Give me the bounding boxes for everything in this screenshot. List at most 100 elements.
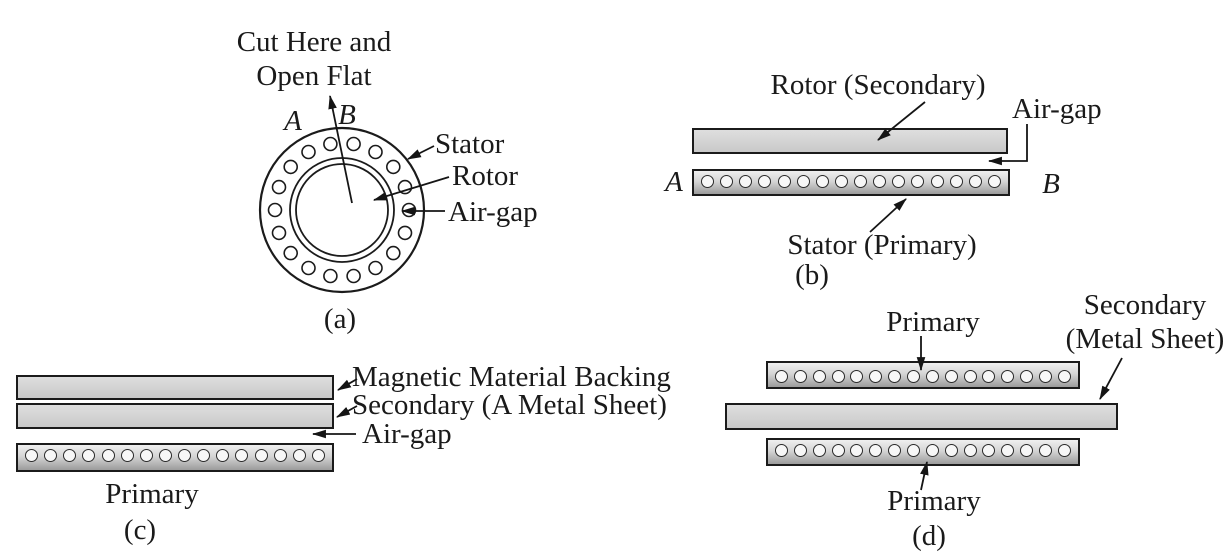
slot-circle — [963, 444, 977, 457]
slot-circle — [701, 175, 714, 188]
stator-slot — [323, 268, 338, 284]
stator-slot — [323, 136, 338, 152]
stator-slot — [271, 179, 287, 195]
slot-circle — [907, 444, 921, 457]
stator-slot — [368, 260, 383, 276]
slot-circle — [775, 370, 788, 383]
air-gap-label-panel-b: Air-gap — [1012, 93, 1102, 125]
slot-circle — [850, 370, 864, 383]
slot-circle — [911, 175, 925, 188]
stator-slot — [385, 245, 401, 261]
stator-bar — [692, 169, 1010, 196]
slot-circle — [982, 444, 996, 457]
slot-circle — [873, 175, 887, 188]
stator-slot — [397, 225, 413, 241]
stator-slot — [267, 202, 283, 218]
rotor-secondary-label: Rotor (Secondary) — [770, 69, 986, 101]
caption-c: (c) — [123, 514, 157, 546]
secondary-metal-sheet-label-c: Secondary (A Metal Sheet) — [352, 389, 667, 421]
slot-circle — [292, 449, 306, 462]
slot-circle — [796, 175, 810, 188]
slot-circle — [273, 449, 287, 462]
slot-circle — [963, 370, 977, 383]
secondary-sheet-arrow-d — [1099, 357, 1123, 400]
slot-circle — [1020, 444, 1034, 457]
slot-circle — [1057, 370, 1071, 383]
slot-circle — [793, 370, 807, 383]
primary-label-d-bottom: Primary — [887, 485, 981, 517]
stator-bore-circle — [289, 157, 395, 263]
point-b-label-panel-b: B — [1042, 168, 1060, 200]
slot-circle — [775, 444, 788, 457]
slot-circle — [850, 444, 864, 457]
slot-circle — [930, 175, 944, 188]
slot-circle — [44, 449, 58, 462]
stator-slot — [385, 159, 401, 175]
slot-circle — [815, 175, 829, 188]
slot-circle — [758, 175, 772, 188]
magnetic-backing-label: Magnetic Material Backing — [352, 361, 671, 393]
slot-circle — [63, 449, 77, 462]
caption-a: (a) — [323, 303, 357, 335]
slot-circle — [120, 449, 134, 462]
slot-circle — [1001, 370, 1015, 383]
slot-circle — [834, 175, 848, 188]
air-gap-label-panel-a: Air-gap — [448, 196, 538, 228]
primary-bar-c — [16, 443, 334, 472]
primary-label-d-top: Primary — [886, 306, 980, 338]
slot-circle — [892, 175, 906, 188]
slot-circle — [25, 449, 38, 462]
primary-label-c: Primary — [105, 478, 199, 510]
slot-circle — [831, 370, 845, 383]
slot-circle — [178, 449, 191, 462]
slot-circle — [925, 444, 939, 457]
slot-circle — [854, 175, 867, 188]
slot-circle — [968, 175, 982, 188]
slot-circle — [812, 444, 826, 457]
air-gap-label-panel-c: Air-gap — [362, 418, 452, 450]
slot-circle — [925, 370, 939, 383]
stator-slot-ring — [267, 136, 417, 284]
stator-slot — [368, 144, 383, 160]
stator-slot — [271, 225, 287, 241]
slot-circle — [1039, 370, 1053, 383]
stator-slot — [346, 268, 361, 284]
stator-slot — [283, 159, 299, 175]
slot-circle — [793, 444, 807, 457]
secondary-label-line1: Secondary — [1083, 289, 1207, 321]
stator-slot — [283, 245, 299, 261]
slot-circle — [101, 449, 115, 462]
rotary-machine-drawing — [258, 126, 426, 294]
slot-circle — [235, 449, 249, 462]
secondary-sheet-bar-d — [725, 403, 1118, 430]
rotor-circle — [295, 163, 389, 257]
slot-circle — [888, 444, 902, 457]
slot-circle — [907, 370, 921, 383]
primary-bar-d-top — [766, 361, 1080, 389]
stator-slot — [346, 136, 361, 152]
slot-circle — [216, 449, 230, 462]
cut-here-label-line2: Open Flat — [256, 60, 372, 92]
caption-b: (b) — [795, 259, 829, 291]
slot-circle — [254, 449, 268, 462]
stator-slot — [401, 202, 417, 218]
slot-circle — [869, 370, 883, 383]
slot-circle — [987, 175, 1001, 188]
slot-circle — [1001, 444, 1015, 457]
slot-circle — [982, 370, 996, 383]
rotor-arrow — [372, 176, 450, 201]
slot-circle — [720, 175, 734, 188]
slot-circle — [944, 370, 958, 383]
point-a-label-panel-b: A — [665, 166, 683, 198]
slot-circle — [944, 444, 958, 457]
slot-circle — [82, 449, 96, 462]
stator-arrow — [407, 145, 435, 160]
slot-circle — [869, 444, 883, 457]
slot-circle — [158, 449, 172, 462]
slot-circle — [197, 449, 211, 462]
stator-label: Stator — [435, 128, 505, 160]
stator-slot — [301, 144, 316, 160]
secondary-label-line2: (Metal Sheet) — [1065, 323, 1225, 355]
rotor-bar — [692, 128, 1008, 154]
